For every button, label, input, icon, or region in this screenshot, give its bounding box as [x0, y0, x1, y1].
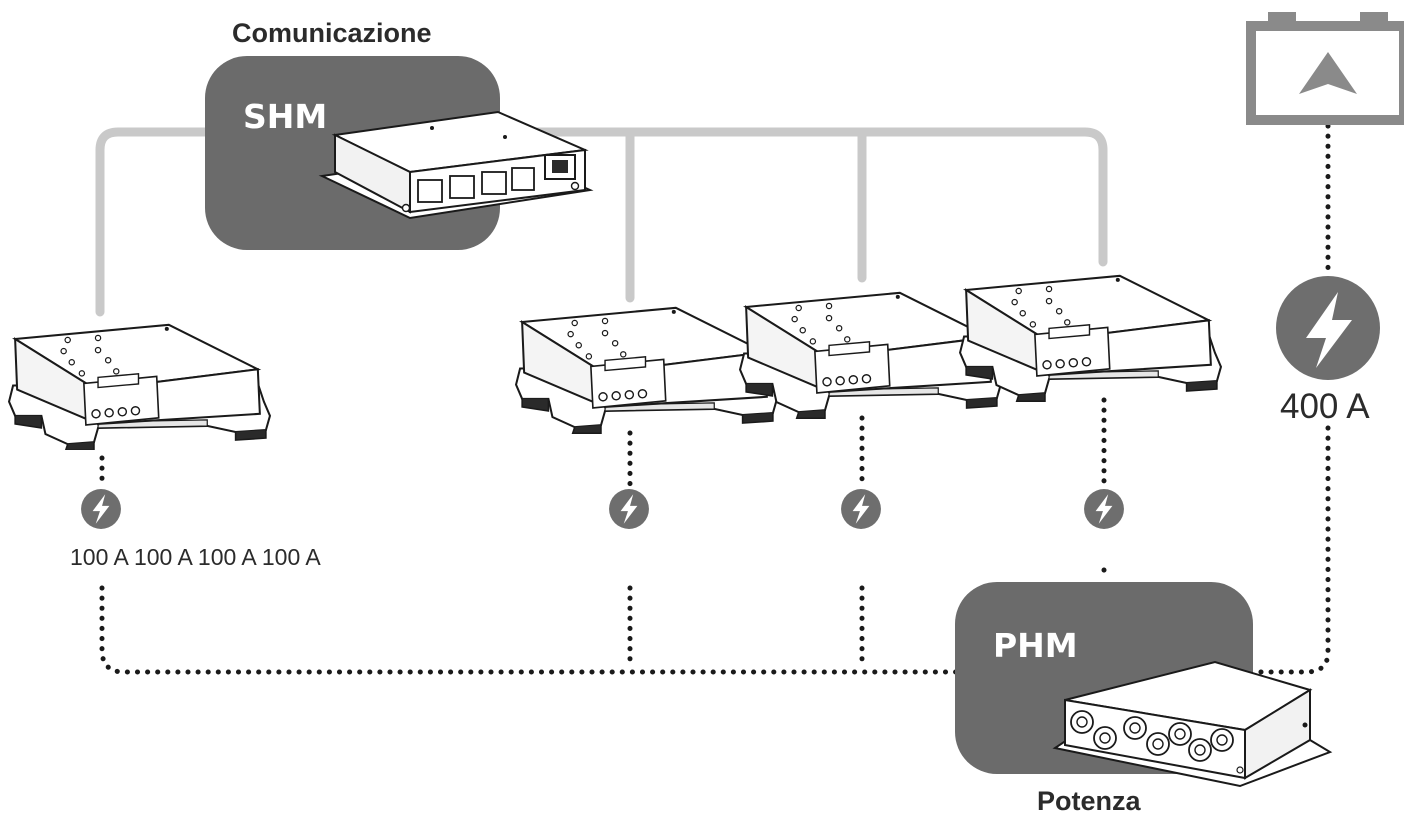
charger-1-bolt-icon: [81, 489, 121, 529]
communication-title: Comunicazione: [232, 18, 432, 48]
charger-3-bolt-icon: [841, 489, 881, 529]
battery-icon: [1246, 12, 1404, 125]
phm-label: PHM: [993, 626, 1078, 665]
power-lines: [99, 123, 1331, 675]
charger-4-bolt-icon: [1084, 489, 1124, 529]
communication-lines: [95, 127, 1108, 317]
total-current-bolt-icon: [1276, 276, 1380, 380]
total-current-label: 400 A: [1280, 387, 1370, 426]
phm-module: PHM: [955, 582, 1333, 788]
shm-module: SHM: [205, 56, 594, 250]
charger-currents-label: 100 A 100 A 100 A 100 A: [70, 544, 321, 570]
power-title: Potenza: [1037, 786, 1142, 816]
charger-4: [958, 274, 1223, 403]
shm-label: SHM: [243, 97, 327, 136]
charger-2: [514, 306, 779, 435]
charger-2-bolt-icon: [609, 489, 649, 529]
shm-device-illustration: [318, 110, 594, 220]
charger-1: [8, 323, 271, 450]
phm-device-illustration: [1052, 660, 1333, 788]
